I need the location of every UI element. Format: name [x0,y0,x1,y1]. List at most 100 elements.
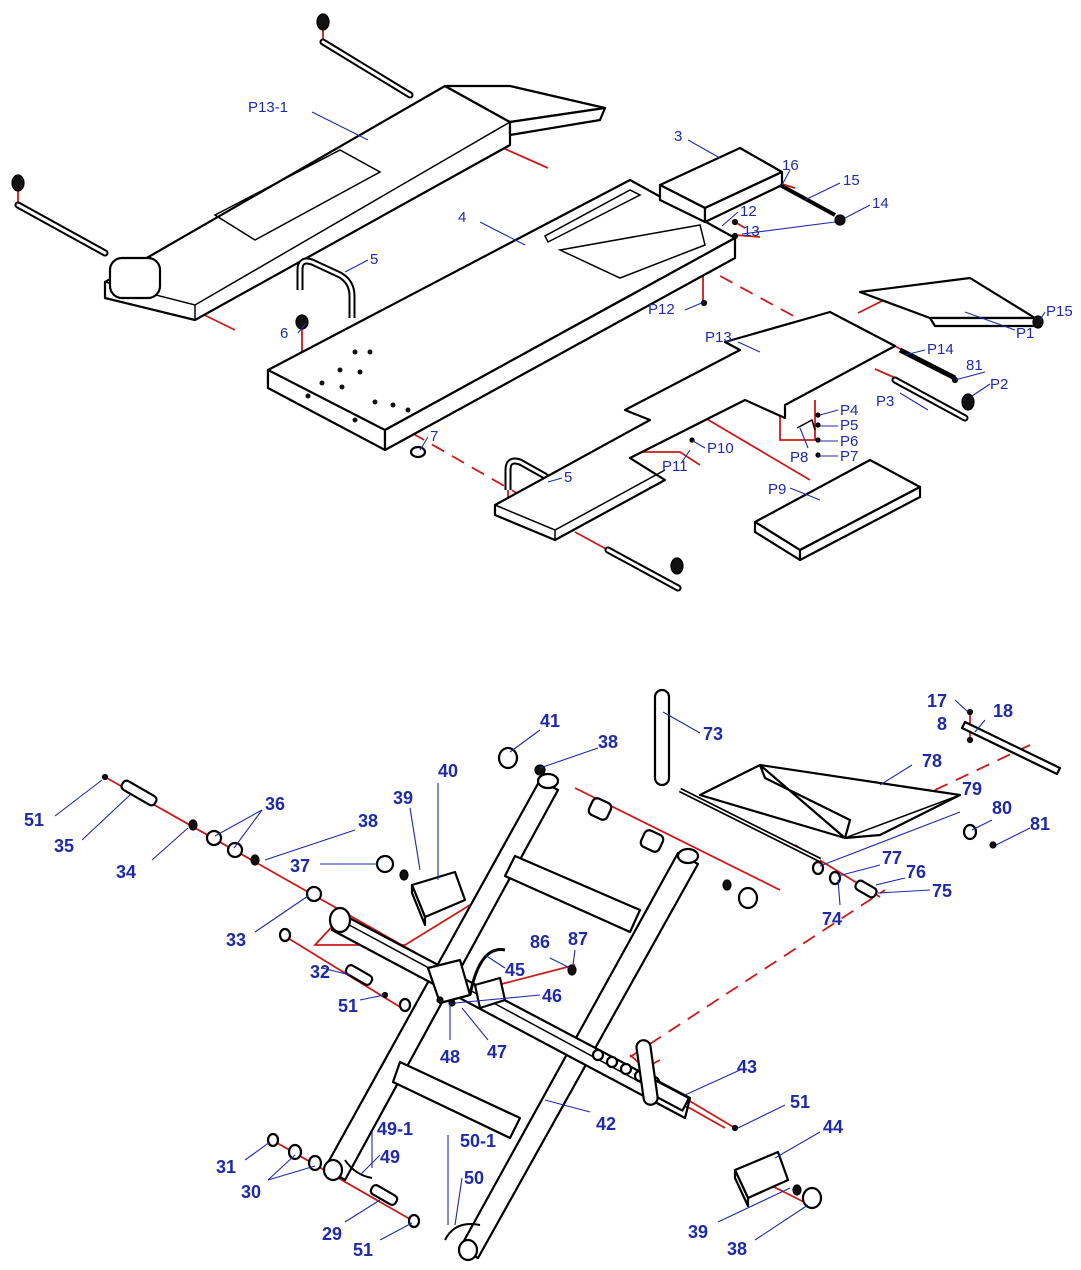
callout-41: 41 [540,711,560,731]
callout-17: 17 [927,691,947,711]
callout-p1: P1 [1016,325,1034,342]
callout-47: 47 [487,1042,507,1062]
callout-78: 78 [922,751,942,771]
callout-p6: P6 [840,433,858,450]
callout-7: 7 [430,428,438,445]
part-49-50-latch [344,1159,481,1241]
callout-43: 43 [737,1057,757,1077]
callout-12: 12 [740,203,757,220]
callout-86: 86 [530,932,550,952]
callout-77: 77 [882,848,902,868]
part-4-main-deck [266,178,737,452]
callout-50: 50 [464,1168,484,1188]
callout-p15: P15 [1046,303,1073,320]
callout-p9: P9 [768,481,786,498]
callout-40: 40 [438,761,458,781]
callout-30: 30 [241,1182,261,1202]
part-p13-1-side-platform [103,84,607,322]
part-3-cover-plate [658,146,784,224]
callout-p14: P14 [927,341,954,358]
callout-81: 81 [1030,814,1050,834]
callout-8: 8 [937,714,947,734]
callout-48: 48 [440,1047,460,1067]
part-p13-axle-rod [604,347,975,592]
callout-50-1: 50-1 [460,1131,496,1151]
part-45-46-pivot-block [426,948,577,1010]
callout-46: 46 [542,986,562,1006]
callout-51-a: 51 [24,810,44,830]
part-6-roller [295,314,309,330]
callout-6: 6 [280,325,288,342]
callout-p10: P10 [707,440,734,457]
part-side-axle-rod [11,13,414,257]
callout-p8: P8 [790,449,808,466]
callout-75: 75 [932,881,952,901]
callout-36: 36 [265,794,285,814]
callout-15: 15 [843,172,860,189]
bottom-assembly: 41 38 73 17 18 8 78 40 39 38 36 51 35 34… [24,688,1062,1262]
callout-16: 16 [782,157,799,174]
bottom-callout-leaders [54,699,1031,1241]
callout-74: 74 [822,909,842,929]
part-40-bracket [410,870,467,927]
part-16-15-hinge-rod [731,183,846,240]
callout-73: 73 [703,724,723,744]
bottom-callout-labels: 41 38 73 17 18 8 78 40 39 38 36 51 35 34… [24,691,1050,1260]
callout-45: 45 [505,960,525,980]
callout-51-b: 51 [338,996,358,1016]
callout-32: 32 [310,962,330,982]
part-7-washer [409,445,427,459]
callout-14: 14 [872,195,889,212]
part-5-handle-upper [296,257,356,318]
callout-3: 3 [674,128,682,145]
part-p1-ramp [858,276,1044,329]
callout-39-a: 39 [393,788,413,808]
top-callout-leaders [297,111,1046,501]
callout-39-b: 39 [688,1222,708,1242]
callout-34: 34 [116,862,136,882]
callout-p5: P5 [840,417,858,434]
part-p9-plate [753,458,922,562]
callout-13: 13 [743,223,760,240]
part-44-bracket [733,1150,790,1208]
callout-p2: P2 [990,376,1008,393]
callout-p4: P4 [840,402,858,419]
callout-18: 18 [993,701,1013,721]
callout-87: 87 [568,929,588,949]
callout-p13-1: P13-1 [248,99,288,116]
callout-29: 29 [322,1224,342,1244]
callout-79: 79 [962,779,982,799]
callout-51-c: 51 [790,1092,810,1112]
top-assembly: P13-1 5 4 6 7 3 12 13 14 15 16 P12 P13 P… [11,13,1073,592]
callout-5-lower: 5 [564,469,572,486]
callout-p7: P7 [840,448,858,465]
top-callout-labels: P13-1 5 4 6 7 3 12 13 14 15 16 P12 P13 P… [248,99,1073,498]
callout-p12: P12 [648,301,675,318]
callout-p13: P13 [705,329,732,346]
callout-35: 35 [54,836,74,856]
callout-76: 76 [906,862,926,882]
callout-37: 37 [290,856,310,876]
callout-44: 44 [823,1117,843,1137]
callout-42: 42 [596,1114,616,1134]
part-18-flat-bar [960,708,1062,776]
callout-81-top: 81 [966,357,983,374]
callout-38-a: 38 [598,732,618,752]
callout-p11: P11 [662,458,688,475]
callout-33: 33 [226,930,246,950]
part-hardware-rollers [101,746,997,1229]
callout-31: 31 [216,1157,236,1177]
callout-49-1: 49-1 [377,1119,413,1139]
part-78-ramp-plate [678,763,962,863]
deck-hole-pattern [305,349,411,423]
callout-38-c: 38 [727,1239,747,1259]
callout-5-upper: 5 [370,251,378,268]
callout-38-b: 38 [358,811,378,831]
callout-49: 49 [380,1147,400,1167]
callout-4: 4 [458,209,466,226]
callout-p3: P3 [876,393,894,410]
callout-51-d: 51 [353,1240,373,1260]
part-p13-right-platform [493,310,897,542]
callout-80: 80 [992,798,1012,818]
